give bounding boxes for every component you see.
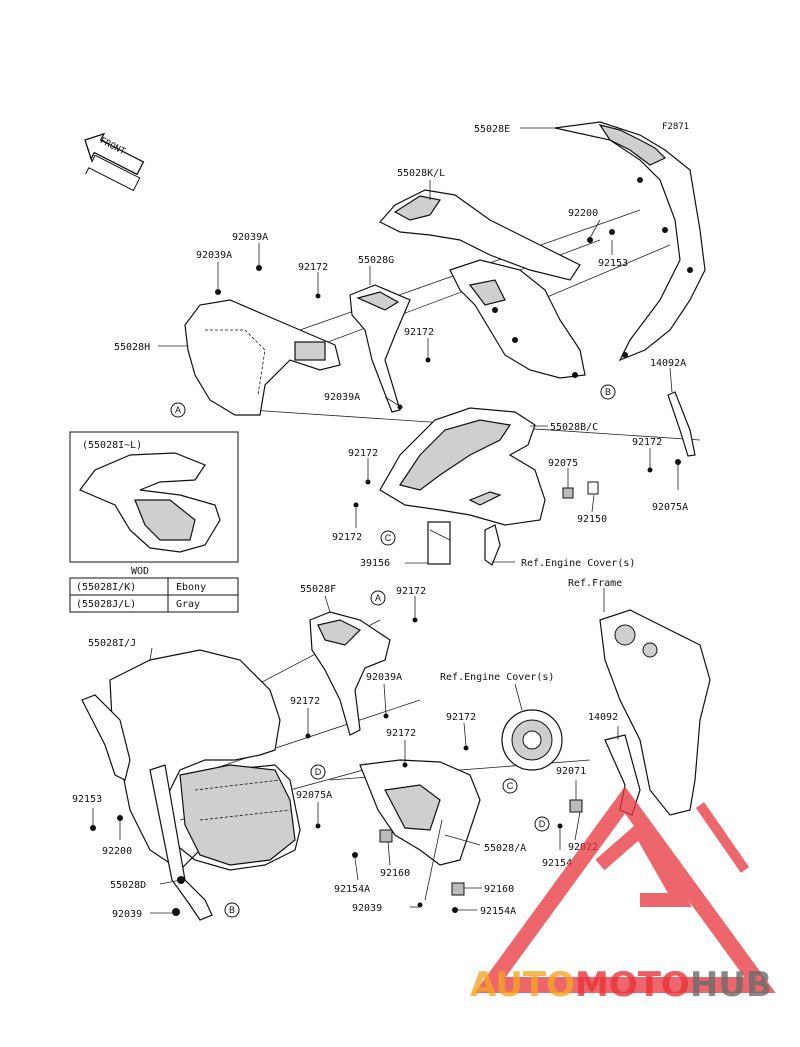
label-92172-5: 92172 [332, 532, 362, 543]
label-ref-frame: Ref.Frame [568, 578, 622, 589]
ref-D-right: D [539, 819, 546, 829]
watermark-logo-icon [474, 786, 776, 993]
ref-circle-B-bot [224, 902, 240, 918]
label-92039A-4: 92039A [366, 672, 402, 683]
label-92172-4: 92172 [632, 437, 662, 448]
bracket-14092A [667, 391, 696, 457]
label-92039-b: 92039 [112, 909, 142, 920]
label-92150: 92150 [577, 514, 607, 525]
label-92153-top: 92153 [598, 258, 628, 269]
ref-A-top: A [175, 405, 181, 415]
ref-B-bot: B [229, 905, 235, 915]
label-92039A-2: 92039A [196, 250, 232, 261]
ref-circle-A-mid [370, 590, 386, 606]
watermark-text: AUTOMOTOHUB [470, 965, 772, 1005]
label-92154A-1: 92154A [334, 884, 370, 895]
label-92154: 92154 [542, 858, 572, 869]
color-inset [69, 431, 239, 563]
side-upper-55028KL [379, 189, 581, 281]
label-92172-8: 92172 [446, 712, 476, 723]
ref-circle-B-top [600, 384, 616, 400]
ref-A-mid: A [375, 593, 381, 603]
watermark-hub: HUB [690, 965, 772, 1005]
panel-55028F [309, 611, 391, 736]
label-55028G: 55028G [358, 255, 394, 266]
pad-39156 [427, 521, 451, 565]
table-row-2-color: Gray [176, 599, 200, 610]
label-92200-top: 92200 [568, 208, 598, 219]
ref-circle-D-right [534, 816, 550, 832]
fasteners [90, 229, 681, 916]
inner-panel-55028H [184, 299, 341, 416]
label-55028H: 55028H [114, 342, 150, 353]
label-92075A-l: 92075A [296, 790, 332, 801]
label-55028E: 55028E [474, 124, 510, 135]
ref-circle-C-top [380, 530, 396, 546]
ref-circle-C-mid [502, 778, 518, 794]
inset-footer: WOD [131, 566, 149, 577]
label-92039A-3: 92039A [324, 392, 360, 403]
label-92172-9: 92172 [386, 728, 416, 739]
label-92039-bot: 92039 [352, 903, 382, 914]
ref-circle-A-top [170, 402, 186, 418]
label-39156: 39156 [360, 558, 390, 569]
label-92039A-1: 92039A [232, 232, 268, 243]
label-92172-2: 92172 [404, 327, 434, 338]
bracket-55028G [349, 284, 411, 413]
frame [599, 609, 711, 816]
label-92075A-r: 92075A [652, 502, 688, 513]
leader-lines [92, 127, 679, 914]
small-bracket [484, 524, 501, 566]
side-fairing-55028BC [379, 407, 546, 526]
lower-cowl-55028IJ [109, 649, 301, 871]
label-92075: 92075 [548, 458, 578, 469]
ref-C-mid: C [507, 781, 514, 791]
label-14092A: 14092A [650, 358, 686, 369]
table-row-2-part: (55028J/L) [76, 599, 136, 610]
label-ref-engine-cover-1: Ref.Engine Cover(s) [521, 558, 635, 569]
label-92172-6: 92172 [396, 586, 426, 597]
figure-code: F2871 [662, 122, 689, 132]
trim-55028D [81, 694, 213, 921]
label-92160-2: 92160 [484, 884, 514, 895]
label-92160-1: 92160 [380, 868, 410, 879]
watermark-auto: AUTO [470, 965, 575, 1005]
label-92172-7: 92172 [290, 696, 320, 707]
front-arrow-icon [84, 132, 145, 192]
label-92153-bot: 92153 [72, 794, 102, 805]
label-55028F: 55028F [300, 584, 336, 595]
label-ref-engine-cover-2: Ref.Engine Cover(s) [440, 672, 554, 683]
inset-caption: (55028I~L) [82, 440, 142, 451]
label-92154A-2: 92154A [480, 906, 516, 917]
label-14092: 14092 [588, 712, 618, 723]
label-55028IJ: 55028I/J [88, 638, 136, 649]
engine-cover-icon [501, 709, 563, 771]
color-table [69, 577, 239, 613]
label-55028BC: 55028B/C [550, 422, 598, 433]
label-92172-1: 92172 [298, 262, 328, 273]
inner-cowl-center [449, 259, 586, 379]
label-92200-bot: 92200 [102, 846, 132, 857]
ref-B-top: B [605, 387, 611, 397]
table-row-1-part: (55028I/K) [76, 582, 136, 593]
label-55028D: 55028D [110, 880, 146, 891]
ref-circle-D-mid [310, 764, 326, 780]
ref-D-mid: D [315, 767, 322, 777]
label-55028KL: 55028K/L [397, 168, 445, 179]
upper-cowl-55028E [554, 121, 706, 362]
watermark-moto: MOTO [575, 965, 690, 1005]
ref-C-top: C [385, 533, 392, 543]
label-92172-3: 92172 [348, 448, 378, 459]
table-row-1-color: Ebony [176, 582, 206, 593]
label-92071: 92071 [556, 766, 586, 777]
label-55028A: 55028/A [484, 843, 526, 854]
inner-cover-55028A [359, 759, 481, 866]
